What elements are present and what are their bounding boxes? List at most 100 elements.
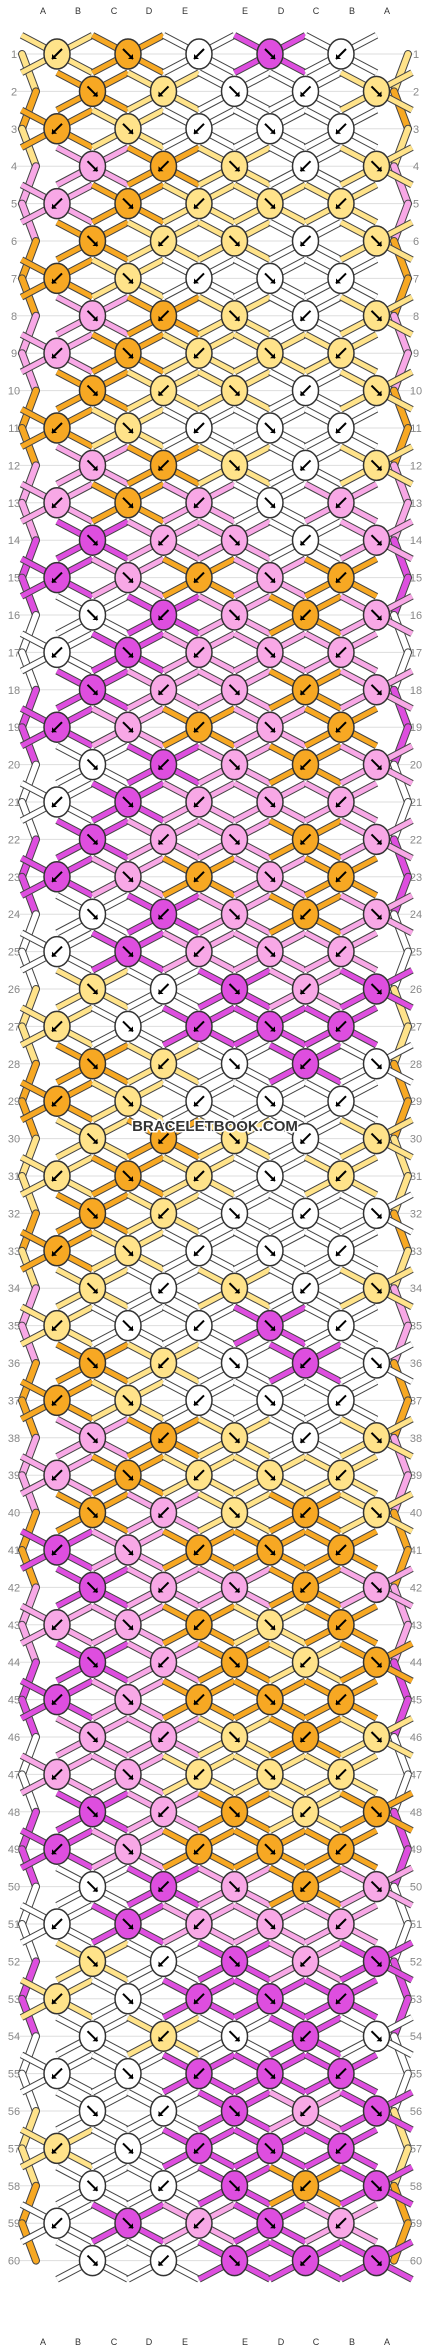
knot <box>197 668 272 712</box>
knot-arrowhead-icon <box>234 839 240 845</box>
knot-arrowhead-icon <box>300 2260 306 2266</box>
row-number-left: 58 <box>8 2181 20 2193</box>
knot-arrowhead-icon <box>52 428 57 433</box>
row-number-left: 38 <box>8 1433 20 1445</box>
row-number-left: 17 <box>8 647 20 659</box>
strand-segment <box>391 2070 411 2114</box>
row-number-left: 22 <box>8 834 20 846</box>
knot-arrowhead-icon <box>158 241 164 246</box>
strand-segment <box>391 1434 411 1479</box>
knot-arrowhead-icon <box>92 1512 98 1518</box>
knot-arrowhead-icon <box>270 577 275 583</box>
row-number-right: 12 <box>410 460 422 472</box>
row-number-left: 7 <box>11 273 17 285</box>
knot-arrowhead-icon <box>234 241 240 246</box>
knot-arrowhead-icon <box>336 502 341 508</box>
knot <box>90 780 166 824</box>
knot <box>268 967 343 1011</box>
knot-arrowhead-icon <box>376 241 382 246</box>
knot-arrowhead-icon <box>270 1550 275 1555</box>
knot-arrowhead-icon <box>128 951 133 957</box>
knot <box>197 518 272 562</box>
knot-arrowhead-icon <box>158 615 164 620</box>
knot-arrowhead-icon <box>234 615 240 620</box>
strand-segment <box>391 649 411 693</box>
knot-arrowhead-icon <box>270 951 275 957</box>
knot <box>19 555 95 600</box>
knot <box>161 630 237 675</box>
knot-arrowhead-icon <box>158 1437 164 1443</box>
knot-arrowhead-icon <box>270 54 275 59</box>
knot <box>19 780 95 824</box>
knot-arrowhead-icon <box>158 1737 164 1742</box>
knot-arrowhead-icon <box>300 839 306 845</box>
knot-arrowhead-icon <box>52 1026 57 1032</box>
row-number-left: 29 <box>8 1096 20 1108</box>
knot-arrowhead-icon <box>336 1924 341 1929</box>
strand-segment <box>391 2145 411 2189</box>
knot-arrowhead-icon <box>300 764 306 770</box>
row-number-left: 34 <box>8 1283 20 1295</box>
knot <box>126 69 201 114</box>
knot <box>339 593 414 637</box>
knot <box>90 630 166 675</box>
knot-arrowhead-icon <box>270 2073 275 2079</box>
knot <box>90 1603 166 1647</box>
knot-arrowhead-icon <box>128 1325 133 1331</box>
knot-arrowhead-icon <box>376 166 382 172</box>
strand-segment <box>391 499 411 544</box>
knot <box>161 1827 237 1871</box>
strand-segment <box>391 238 411 282</box>
row-number-right: 26 <box>410 984 422 996</box>
knot-arrowhead-icon <box>194 1699 199 1705</box>
knot <box>19 1827 95 1871</box>
knot-arrowhead-icon <box>270 802 275 807</box>
strand-segment <box>391 1696 411 1740</box>
knot-arrowhead-icon <box>300 1363 306 1368</box>
knot-arrowhead-icon <box>128 278 133 284</box>
row-number-right: 24 <box>410 909 422 921</box>
knot <box>55 742 130 787</box>
row-number-right: 17 <box>410 647 422 659</box>
knot <box>303 1004 379 1049</box>
row-number-left: 33 <box>8 1246 20 1258</box>
knot <box>126 1715 201 1759</box>
knot-arrowhead-icon <box>234 1213 240 1219</box>
strand-segment <box>391 1659 411 1703</box>
row-number-right: 3 <box>413 124 419 136</box>
knot-arrowhead-icon <box>270 353 275 359</box>
knot-arrowhead-icon <box>52 1624 57 1630</box>
knot-arrowhead-icon <box>376 1512 382 1518</box>
knot <box>90 1303 166 1348</box>
knot-arrowhead-icon <box>376 390 382 396</box>
knot <box>19 1229 95 1273</box>
strand-segment <box>391 387 411 431</box>
knot <box>55 443 130 488</box>
knot-arrowhead-icon <box>376 315 382 321</box>
knot-arrowhead-icon <box>336 577 341 583</box>
knot-arrowhead-icon <box>52 652 57 658</box>
strand-letter-bottom: A <box>40 2337 46 2347</box>
strand-letter-bottom: C <box>111 2337 118 2347</box>
knot-arrowhead-icon <box>376 1138 382 1144</box>
knot <box>55 1116 130 1161</box>
row-number-left: 18 <box>8 685 20 697</box>
row-number-left: 13 <box>8 498 20 510</box>
row-number-left: 52 <box>8 1956 20 1968</box>
knot <box>268 69 343 114</box>
knot <box>55 1715 130 1759</box>
knot <box>303 331 379 375</box>
knot <box>303 555 379 600</box>
knot-arrowhead-icon <box>300 1662 306 1668</box>
row-number-left: 56 <box>8 2106 20 2118</box>
knot <box>268 1939 343 1984</box>
knot <box>19 1453 95 1497</box>
strand-segment <box>391 1023 411 1067</box>
knot-arrowhead-icon <box>92 1138 98 1144</box>
row-number-right: 34 <box>410 1283 422 1295</box>
row-number-right: 28 <box>410 1059 422 1071</box>
knot <box>90 1677 166 1722</box>
knot <box>126 144 201 188</box>
knot-arrowhead-icon <box>336 428 341 433</box>
knot <box>339 1191 414 1236</box>
